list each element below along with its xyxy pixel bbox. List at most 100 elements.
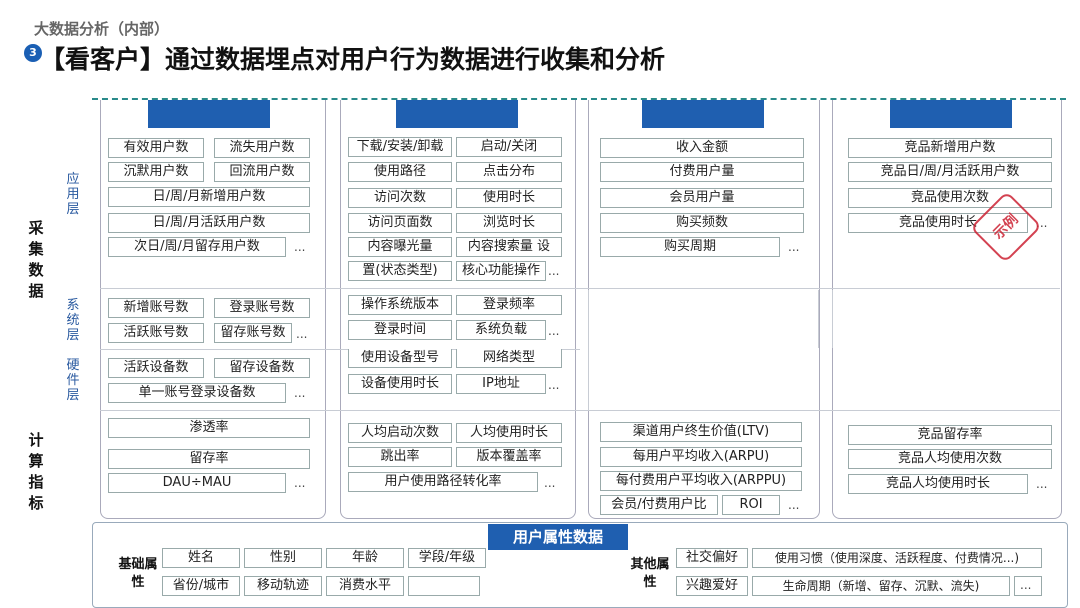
metric-cell: 网络类型 <box>456 349 562 368</box>
metric-cell: 置(状态类型) <box>348 261 452 281</box>
more-dots: ... <box>788 498 800 512</box>
metric-cell: 内容搜索量 设 <box>456 237 562 257</box>
metric-cell: 有效用户数 <box>108 138 204 158</box>
attribute-cell <box>408 576 480 596</box>
metric-cell: 沉默用户数 <box>108 162 204 182</box>
more-dots: ... <box>548 324 560 338</box>
metric-cell: ROI <box>722 495 780 515</box>
metric-cell: 留存率 <box>108 449 310 469</box>
metric-cell: 会员/付费用户比 <box>600 495 718 515</box>
metric-cell: 付费用户量 <box>600 162 804 182</box>
metric-cell: 用户使用路径转化率 <box>348 472 538 492</box>
metric-cell: 版本覆盖率 <box>456 447 562 467</box>
metric-cell: 新增账号数 <box>108 298 204 318</box>
more-dots: ... <box>294 386 306 400</box>
column-4-header <box>890 100 1012 128</box>
metric-cell: 登录频率 <box>456 295 562 315</box>
metric-cell: 购买频数 <box>600 213 804 233</box>
metric-cell: 竞品使用次数 <box>848 188 1052 208</box>
column-1 <box>100 100 326 519</box>
divider-app-sys <box>100 288 1060 289</box>
more-dots: ... <box>1036 216 1048 230</box>
metric-cell: 使用路径 <box>348 162 452 182</box>
page-title: 【看客户】通过数据埋点对用户行为数据进行收集和分析 <box>40 45 666 74</box>
more-dots: ... <box>1036 477 1048 491</box>
attribute-cell: 学段/年级 <box>408 548 486 568</box>
metric-cell: 活跃设备数 <box>108 358 204 378</box>
metric-cell: 下载/安装/卸载 <box>348 137 452 157</box>
metric-cell: 回流用户数 <box>214 162 310 182</box>
more-dots: ... <box>294 476 306 490</box>
attribute-cell: 社交偏好 <box>676 548 748 568</box>
metric-cell: 渗透率 <box>108 418 310 438</box>
metric-cell: 日/周/月新增用户数 <box>108 187 310 207</box>
metric-cell: 次日/周/月留存用户数 <box>108 237 286 257</box>
metric-cell: 核心功能操作 <box>456 261 546 281</box>
metric-cell: 系统负载 <box>456 320 546 340</box>
step-badge: 3 <box>24 44 42 62</box>
more-dots: ... <box>548 378 560 392</box>
metric-cell: 每付费用户平均收入(ARPPU) <box>600 471 802 491</box>
side-label-calc: 计算指标 <box>28 431 44 512</box>
col3-sys-left <box>588 290 589 410</box>
column-2-header <box>396 100 518 128</box>
basic-attributes-label: 基础属性 <box>118 557 158 590</box>
more-dots: ... <box>1020 578 1032 592</box>
metric-cell: 竞品人均使用时长 <box>848 474 1028 494</box>
attribute-cell: 生命周期（新增、留存、沉默、流失) <box>752 576 1010 596</box>
metric-cell: 流失用户数 <box>214 138 310 158</box>
metric-cell: 跳出率 <box>348 447 452 467</box>
metric-cell: 设备使用时长 <box>348 374 452 394</box>
attribute-cell: 兴趣爱好 <box>676 576 748 596</box>
metric-cell: 日/周/月活跃用户数 <box>108 213 310 233</box>
metric-cell: 访问次数 <box>348 188 452 208</box>
metric-cell: 操作系统版本 <box>348 295 452 315</box>
metric-cell: 每用户平均收入(ARPU) <box>600 447 802 467</box>
side-label-app-layer: 应用层 <box>66 172 80 217</box>
metric-cell: 使用设备型号 <box>348 349 452 368</box>
metric-cell: 浏览时长 <box>456 213 562 233</box>
metric-cell: 访问页面数 <box>348 213 452 233</box>
column-3-header <box>642 100 764 128</box>
more-dots: ... <box>548 264 560 278</box>
column-2 <box>340 100 576 519</box>
divider-sys-hw <box>100 349 580 350</box>
user-attributes-title: 用户属性数据 <box>488 524 628 550</box>
page-subtitle: 大数据分析（内部） <box>34 20 170 38</box>
metric-cell: 购买周期 <box>600 237 780 257</box>
attribute-cell: 使用习惯（使用深度、活跃程度、付费情况...) <box>752 548 1042 568</box>
metric-cell: 启动/关闭 <box>456 137 562 157</box>
side-label-collect: 采集数据 <box>28 219 44 300</box>
column-1-header <box>148 100 270 128</box>
metric-cell: 留存设备数 <box>214 358 310 378</box>
metric-cell: 使用时长 <box>456 188 562 208</box>
metric-cell: 会员用户量 <box>600 188 804 208</box>
more-dots: ... <box>296 327 308 341</box>
metric-cell: 留存账号数 <box>214 323 292 343</box>
other-attributes-label: 其他属性 <box>630 557 670 590</box>
metric-cell: 竞品人均使用次数 <box>848 449 1052 469</box>
col3-sys-right <box>818 290 819 348</box>
metric-cell: 内容曝光量 <box>348 237 452 257</box>
divider-hw-calc <box>100 410 1060 411</box>
metric-cell: 单一账号登录设备数 <box>108 383 286 403</box>
metric-cell: 活跃账号数 <box>108 323 204 343</box>
side-label-sys-layer: 系统层 <box>66 298 80 343</box>
metric-cell: DAU÷MAU <box>108 473 286 493</box>
attribute-cell: 年龄 <box>326 548 404 568</box>
metric-cell: 竞品使用时长 <box>848 213 1028 233</box>
attribute-cell <box>1014 576 1042 596</box>
side-label-hw-layer: 硬件层 <box>66 358 80 403</box>
more-dots: ... <box>788 240 800 254</box>
attribute-cell: 省份/城市 <box>162 576 240 596</box>
metric-cell: 竞品新增用户数 <box>848 138 1052 158</box>
attribute-cell: 消费水平 <box>326 576 404 596</box>
metric-cell: 竞品留存率 <box>848 425 1052 445</box>
metric-cell: 收入金额 <box>600 138 804 158</box>
more-dots: ... <box>544 476 556 490</box>
metric-cell: 渠道用户终生价值(LTV) <box>600 422 802 442</box>
metric-cell: 点击分布 <box>456 162 562 182</box>
metric-cell: 竞品日/周/月活跃用户数 <box>848 162 1052 182</box>
metric-cell: IP地址 <box>456 374 546 394</box>
metric-cell: 人均使用时长 <box>456 423 562 443</box>
